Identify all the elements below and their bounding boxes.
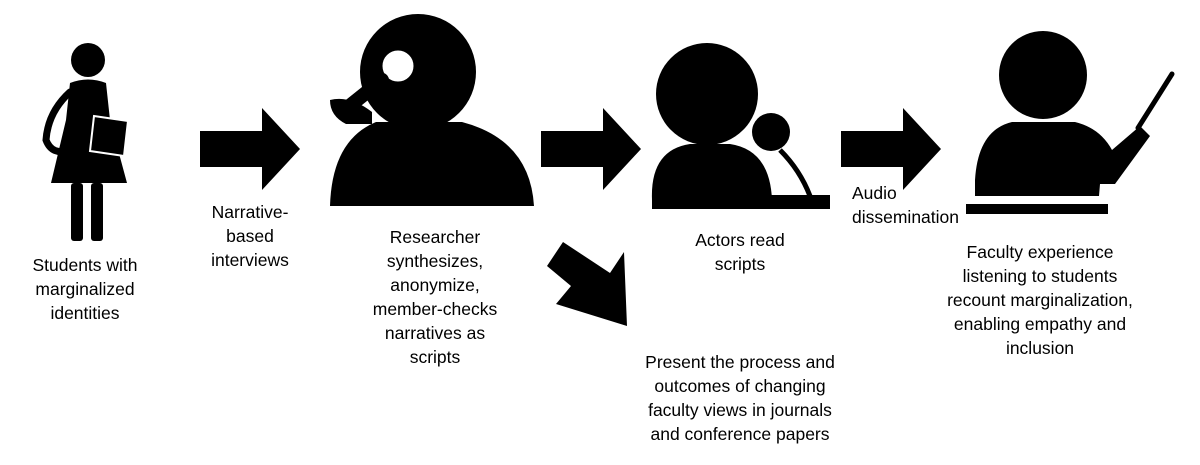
branch-label-publications: Present the process and outcomes of chan… bbox=[645, 352, 835, 444]
arrow-right-icon bbox=[841, 108, 941, 190]
step-label-actors: Actors read scripts bbox=[695, 230, 785, 274]
step-label-researcher: Researcher synthesizes, anonymize, membe… bbox=[372, 227, 498, 367]
actor-microphone-icon bbox=[651, 43, 830, 209]
arrow-right-icon bbox=[541, 108, 641, 190]
connector-label-interviews: Narrative- based interviews bbox=[211, 202, 289, 270]
step-label-students: Students with marginalized identities bbox=[32, 255, 138, 323]
step-label-faculty: Faculty experience listening to students… bbox=[947, 242, 1133, 358]
arrow-right-icon bbox=[200, 108, 300, 190]
connector-label-audio: Audio dissemination bbox=[852, 183, 959, 227]
researcher-magnifier-icon bbox=[330, 14, 534, 206]
arrow-down-right-icon bbox=[547, 242, 627, 326]
teacher-pointer-icon bbox=[966, 31, 1175, 214]
student-icon bbox=[42, 43, 130, 241]
